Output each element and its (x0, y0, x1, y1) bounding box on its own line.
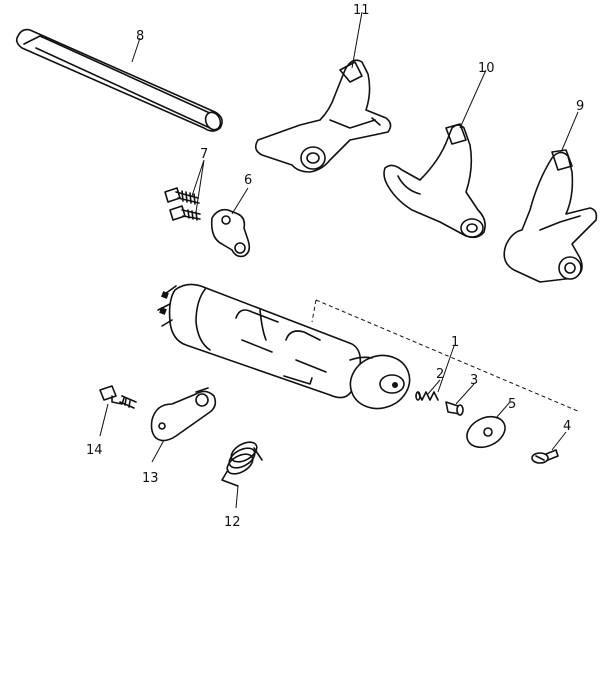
callout-11: 11 (353, 3, 370, 18)
callout-9: 9 (576, 99, 584, 114)
part-2-spring (415, 391, 439, 401)
callout-14: 14 (86, 443, 103, 458)
callout-7: 7 (200, 147, 208, 162)
part-6-stopper-lever (210, 208, 251, 258)
leader-lines (99, 11, 581, 509)
part-1-shift-drum (157, 283, 411, 410)
part-12-torsion-spring (221, 441, 263, 487)
callout-2: 2 (436, 367, 444, 382)
callout-3: 3 (470, 373, 478, 388)
callout-13: 13 (142, 471, 159, 486)
part-5-plate (466, 415, 506, 449)
callout-8: 8 (136, 29, 144, 44)
callout-1: 1 (451, 335, 459, 350)
callout-10: 10 (478, 61, 495, 76)
part-11-shift-fork (254, 59, 392, 173)
part-4-screw (531, 449, 559, 464)
callout-5: 5 (508, 397, 516, 412)
part-10-shift-fork (383, 123, 486, 239)
part-7-bolts (164, 187, 201, 221)
part-8-guide-bar (15, 28, 223, 132)
part-14-bolt (99, 385, 137, 409)
part-9-shift-fork (503, 149, 598, 283)
part-13-shift-lever (150, 387, 217, 442)
callout-12: 12 (224, 515, 241, 530)
callout-labels: 8 11 10 9 7 6 1 2 3 5 4 14 13 12 (86, 3, 584, 530)
part-3-pin (445, 401, 464, 416)
callout-4: 4 (563, 419, 571, 434)
callout-6: 6 (244, 173, 252, 188)
